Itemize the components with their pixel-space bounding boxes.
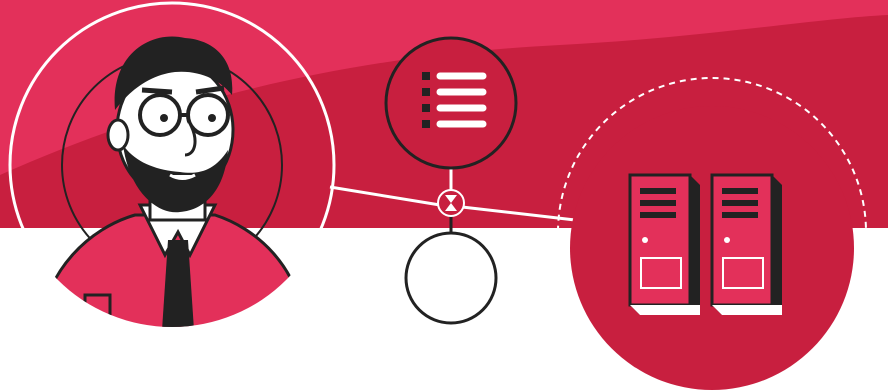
empty-circle xyxy=(406,233,496,323)
hourglass-icon xyxy=(438,190,464,216)
list-icon xyxy=(386,38,516,168)
